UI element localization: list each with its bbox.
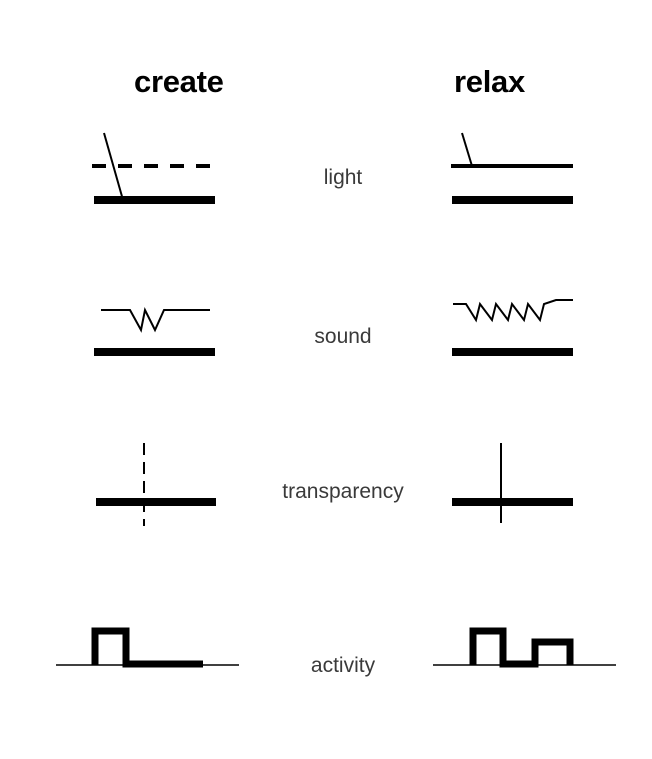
- light-relax-top-line: [451, 164, 573, 168]
- activity-relax-symbol: [433, 627, 616, 668]
- heading-relax: relax: [454, 64, 525, 99]
- activity-create-pulse: [91, 627, 203, 668]
- label-light: light: [323, 166, 363, 189]
- light-relax-symbol: [451, 132, 573, 204]
- light-create-symbol: [92, 132, 215, 204]
- light-relax-base-bar: [452, 196, 573, 204]
- label-sound: sound: [314, 325, 372, 348]
- heading-create: create: [134, 64, 224, 99]
- sound-relax-wave: [453, 299, 573, 323]
- activity-create-symbol: [56, 627, 239, 668]
- sound-relax-base-bar: [452, 348, 573, 356]
- transparency-create-base-bar: [96, 498, 216, 506]
- sound-create-wave: [101, 306, 210, 333]
- sound-create-symbol: [94, 306, 215, 356]
- transparency-relax-base-bar: [452, 498, 573, 506]
- activity-relax-pulse: [469, 627, 574, 668]
- sound-relax-symbol: [452, 299, 573, 356]
- transparency-relax-symbol: [452, 443, 573, 523]
- light-create-base-bar: [94, 196, 215, 204]
- light-relax-ray: [461, 132, 473, 167]
- label-transparency: transparency: [282, 480, 404, 503]
- light-create-ray: [103, 132, 124, 201]
- sound-create-base-bar: [94, 348, 215, 356]
- label-activity: activity: [310, 654, 376, 677]
- transparency-create-symbol: [96, 443, 216, 526]
